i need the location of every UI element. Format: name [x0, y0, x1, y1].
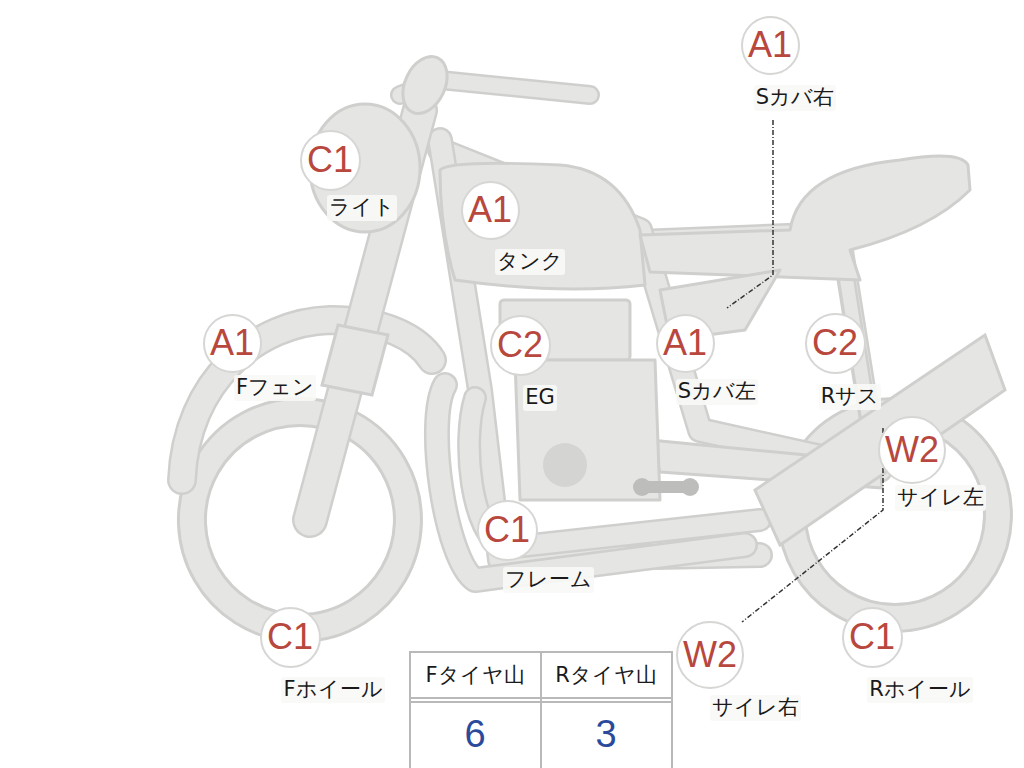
callout-circle: C2 [490, 315, 551, 376]
part-name: Fフェン [234, 375, 316, 400]
damage-callout: C1Fホイール [260, 607, 321, 668]
callout-circle: C1 [842, 607, 903, 668]
callout-circle: A1 [461, 181, 520, 240]
callout-circle: C1 [300, 130, 361, 191]
callout-circle: A1 [741, 16, 800, 75]
callout-number: A1 [748, 27, 792, 63]
callout-circle: A1 [203, 314, 262, 373]
callout-circle: W2 [878, 416, 946, 484]
callout-circle: W2 [676, 621, 744, 689]
damage-callout: W2サイレ右 [676, 621, 744, 689]
table-header: Fタイヤ山 [425, 664, 524, 687]
callout-number: A1 [210, 325, 254, 361]
callout-number: A1 [663, 325, 707, 361]
callout-number: C2 [497, 327, 543, 363]
damage-callout: C1ライト [300, 130, 361, 191]
part-name: Sカバ右 [754, 85, 836, 110]
callout-number: W2 [683, 637, 737, 673]
damage-callout: C2Rサス [805, 313, 866, 374]
part-name: Sカバ左 [676, 379, 758, 404]
part-name: Rホイール [867, 677, 973, 702]
callout-number: C1 [267, 619, 313, 655]
table-value: 6 [464, 714, 485, 756]
damage-callout: A1Sカバ右 [741, 16, 800, 75]
callout-circle: C1 [260, 607, 321, 668]
callout-number: C2 [812, 325, 858, 361]
part-name: Rサス [819, 384, 882, 409]
part-name: タンク [495, 249, 565, 274]
part-name: Fホイール [281, 677, 384, 702]
footpeg [633, 478, 699, 496]
damage-callout: A1Sカバ左 [656, 314, 715, 373]
callout-circle: C1 [477, 500, 538, 561]
leader-lines [727, 120, 883, 622]
engine-cover [543, 443, 587, 487]
callout-number: W2 [885, 432, 939, 468]
table-value: 3 [595, 714, 616, 756]
tire-table-grid [410, 652, 672, 768]
callout-number: C1 [484, 512, 530, 548]
damage-callout: A1タンク [461, 181, 520, 240]
damage-callout: W2サイレ左 [878, 416, 946, 484]
damage-callout: C1Rホイール [842, 607, 903, 668]
table-header: Rタイヤ山 [555, 664, 657, 687]
callout-number: C1 [849, 619, 895, 655]
callout-number: C1 [307, 142, 353, 178]
damage-callout: C1フレーム [477, 500, 538, 561]
part-name: EG [523, 385, 557, 410]
callout-circle: C2 [805, 313, 866, 374]
part-name: ライト [327, 195, 397, 220]
callout-number: A1 [468, 192, 512, 228]
part-name: サイレ左 [895, 485, 986, 510]
part-name: フレーム [503, 567, 594, 592]
damage-callout: A1Fフェン [203, 314, 262, 373]
callout-circle: A1 [656, 314, 715, 373]
part-name: サイレ右 [710, 695, 801, 720]
damage-callout: C2EG [490, 315, 551, 376]
